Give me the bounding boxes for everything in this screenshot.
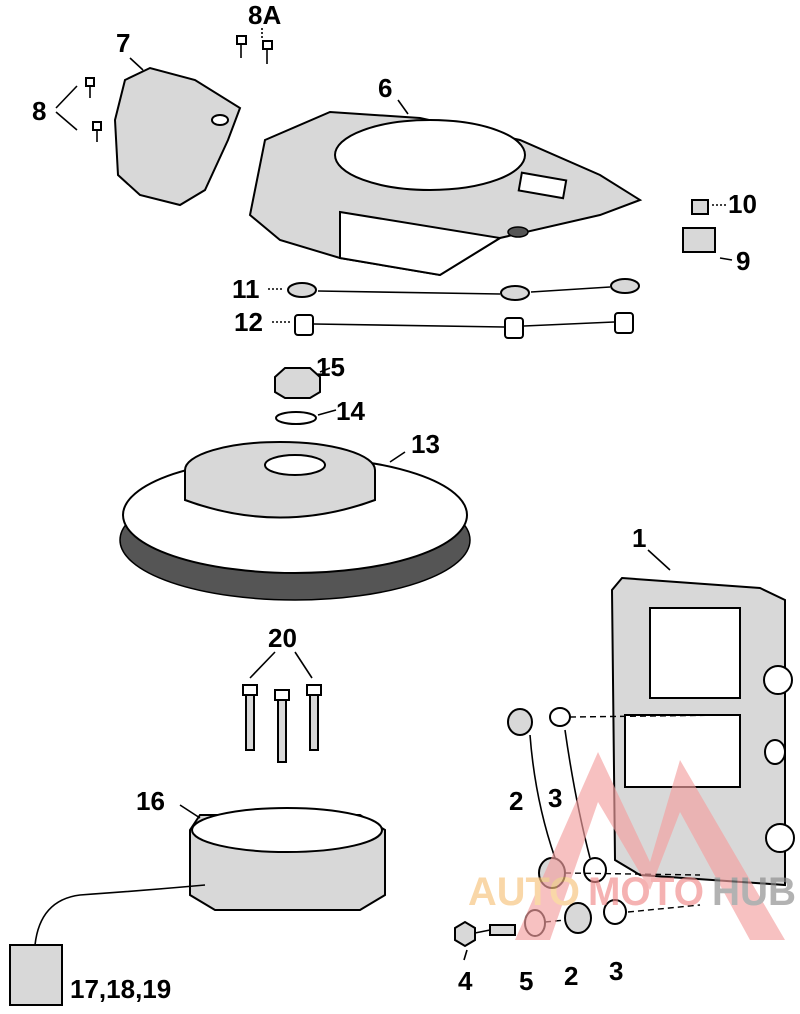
flywheel-cover-6 bbox=[248, 99, 643, 277]
callout-11: 11 bbox=[232, 274, 260, 304]
callout-7: 7 bbox=[116, 28, 130, 58]
callout-16: 16 bbox=[136, 786, 165, 816]
washer-14 bbox=[275, 409, 337, 425]
callout-8: 8 bbox=[32, 96, 46, 126]
callout-20: 20 bbox=[268, 623, 297, 653]
callout-5: 5 bbox=[519, 966, 533, 996]
module-1 bbox=[610, 549, 795, 887]
callout-17-18-19: 17,18,19 bbox=[70, 974, 171, 1004]
callout-4: 4 bbox=[458, 966, 473, 996]
watermark-logo: AUTO MOTO HUB bbox=[468, 752, 796, 940]
bracket-9 bbox=[682, 227, 733, 261]
callout-12: 12 bbox=[234, 307, 263, 337]
callout-2-lower: 2 bbox=[564, 961, 578, 991]
callout-8a: 8A bbox=[248, 0, 281, 30]
bolts-12 bbox=[272, 312, 634, 339]
flywheel-13 bbox=[119, 441, 471, 601]
nut-15 bbox=[274, 367, 331, 399]
cover-7 bbox=[113, 57, 242, 207]
watermark-moto: MOTO bbox=[588, 870, 704, 914]
watermark-hub: HUB bbox=[712, 870, 796, 914]
callout-9: 9 bbox=[736, 246, 750, 276]
stator-16 bbox=[9, 804, 386, 1006]
callout-3-lower: 3 bbox=[609, 956, 623, 986]
callout-6: 6 bbox=[378, 73, 392, 103]
screw-8 bbox=[55, 77, 102, 142]
callout-10: 10 bbox=[728, 189, 757, 219]
callout-1: 1 bbox=[632, 523, 646, 553]
callout-3-upper: 3 bbox=[548, 783, 562, 813]
callout-14: 14 bbox=[336, 396, 365, 426]
screw-8a bbox=[236, 28, 273, 64]
bolts-20 bbox=[242, 651, 322, 763]
grommets-11 bbox=[268, 278, 640, 301]
clip-10 bbox=[691, 199, 726, 215]
callout-2-upper: 2 bbox=[509, 786, 523, 816]
callout-15: 15 bbox=[316, 352, 345, 382]
callout-13: 13 bbox=[411, 429, 440, 459]
watermark-auto: AUTO bbox=[468, 870, 580, 914]
